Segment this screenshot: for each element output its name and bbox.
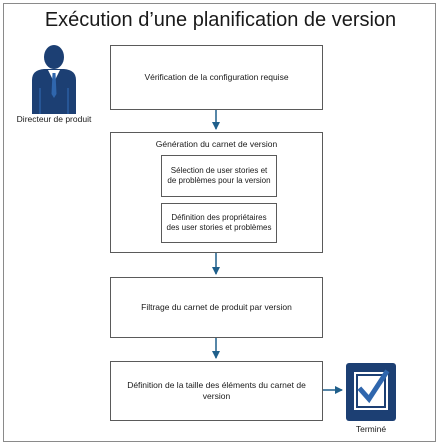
step-label: Vérification de la configuration requise [144,71,289,82]
substep-label: Définition des propriétaires des user st… [166,212,272,232]
person-icon [32,45,76,114]
checkbox-icon [346,363,396,421]
step-label: Génération du carnet de version [155,139,278,149]
step-label: Définition de la taille des éléments du … [127,379,306,401]
diagram-frame [3,3,436,442]
substep-definition-proprietaires: Définition des propriétaires des user st… [161,203,277,243]
substep-label: Sélection de user stories et de problème… [167,165,271,185]
substep-selection-stories: Sélection de user stories et de problème… [161,155,277,197]
step-label: Filtrage du carnet de produit par versio… [141,301,292,312]
step-generation-carnet: Génération du carnet de version Sélectio… [110,132,323,253]
diagram-title: Exécution d’une planification de version [44,9,397,31]
step-verification-config: Vérification de la configuration requise [110,45,323,110]
end-label: Terminé [355,424,387,434]
step-filtrage-carnet: Filtrage du carnet de produit par versio… [110,277,323,338]
actor-label: Directeur de produit [16,114,92,124]
step-definition-taille: Définition de la taille des éléments du … [110,361,323,421]
